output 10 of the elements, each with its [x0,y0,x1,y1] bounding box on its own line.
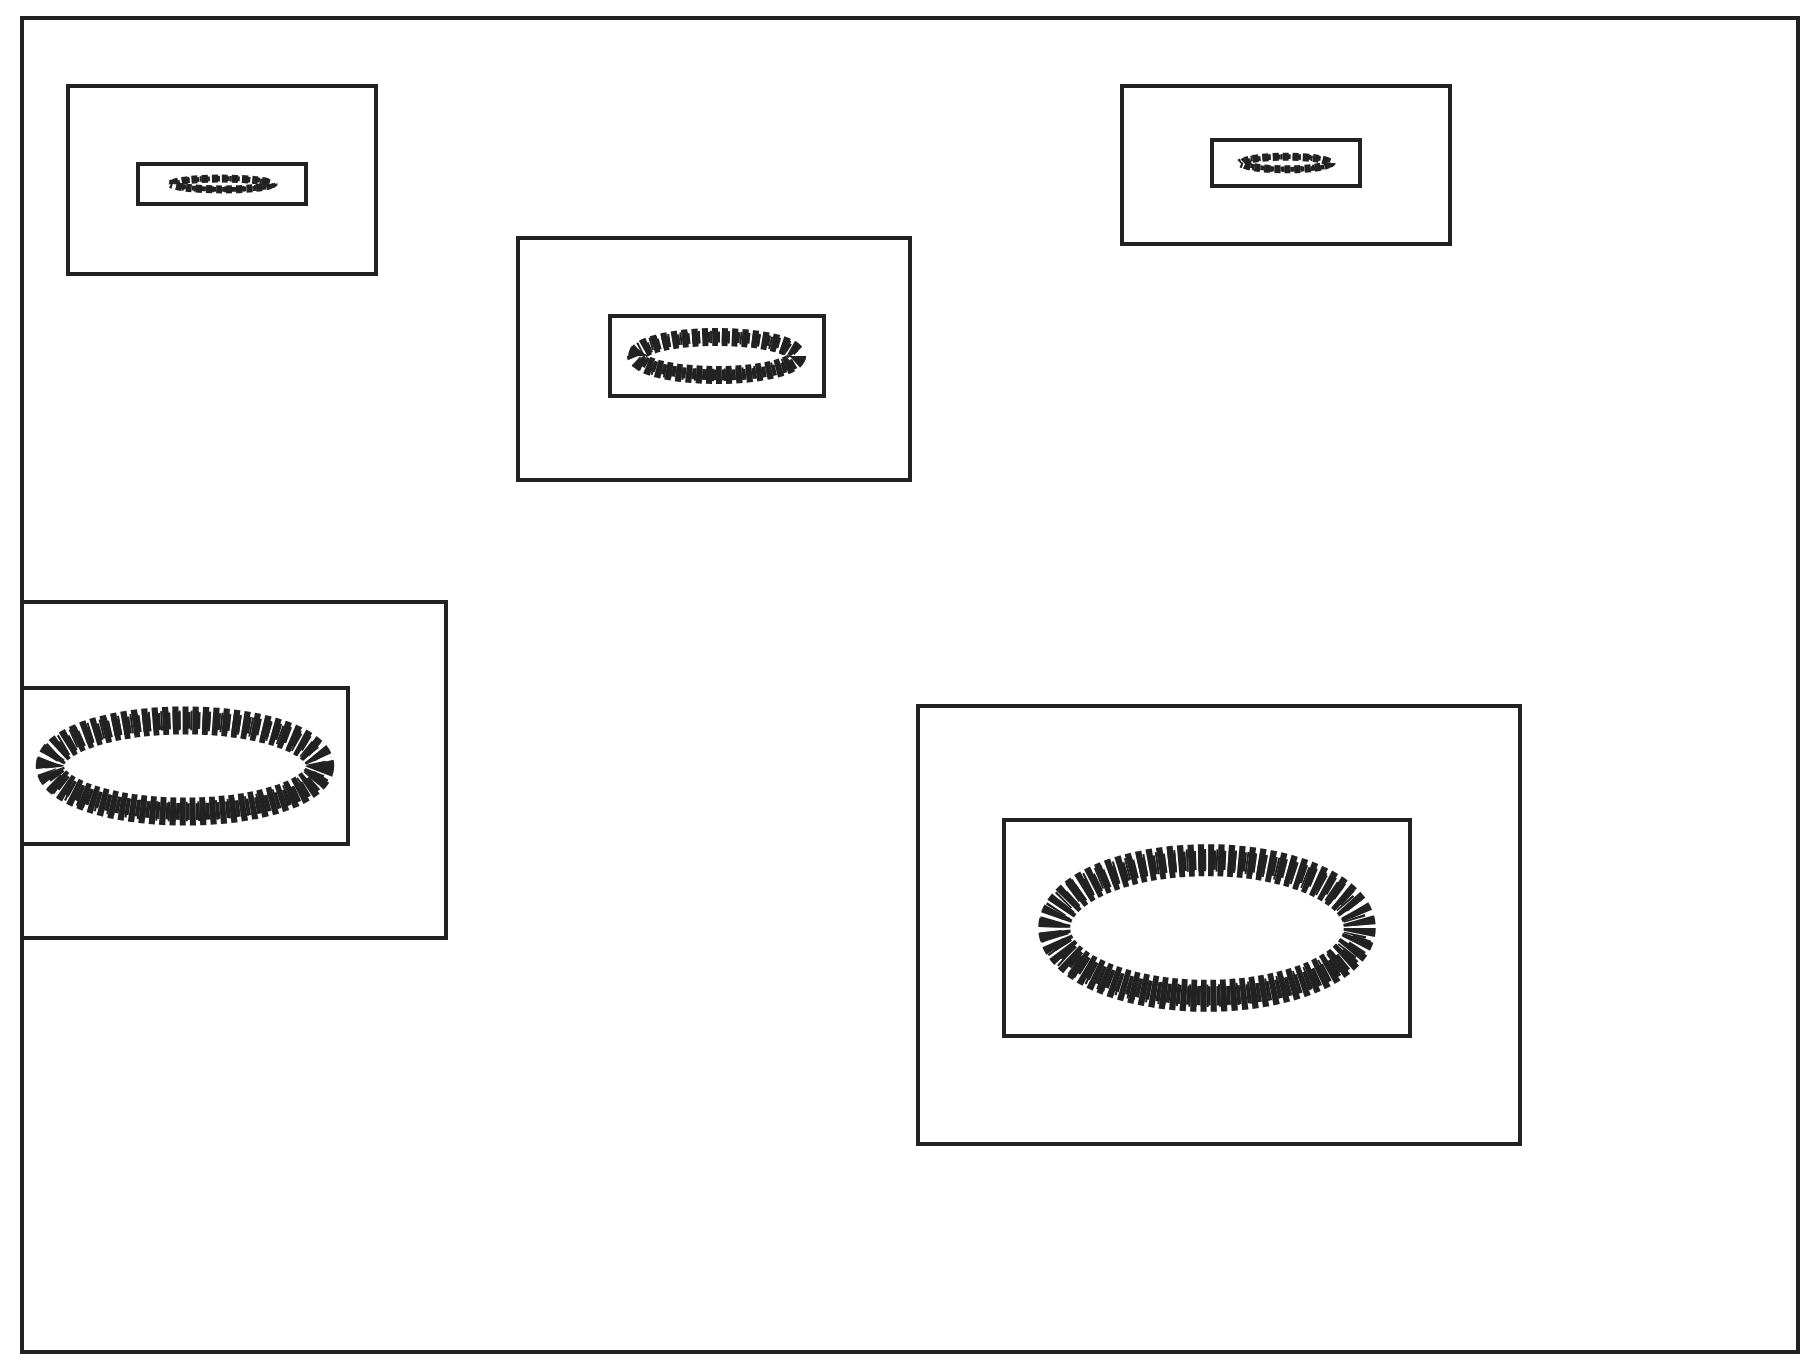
inner-box [1002,818,1412,1038]
outer-box [916,704,1522,1146]
outer-box [66,84,378,276]
inner-box [608,314,826,398]
outer-box [1120,84,1452,246]
outer-box [516,236,912,482]
inner-box [136,162,308,206]
outer-box [20,600,448,940]
inner-box [20,686,350,846]
inner-box [1210,138,1362,188]
